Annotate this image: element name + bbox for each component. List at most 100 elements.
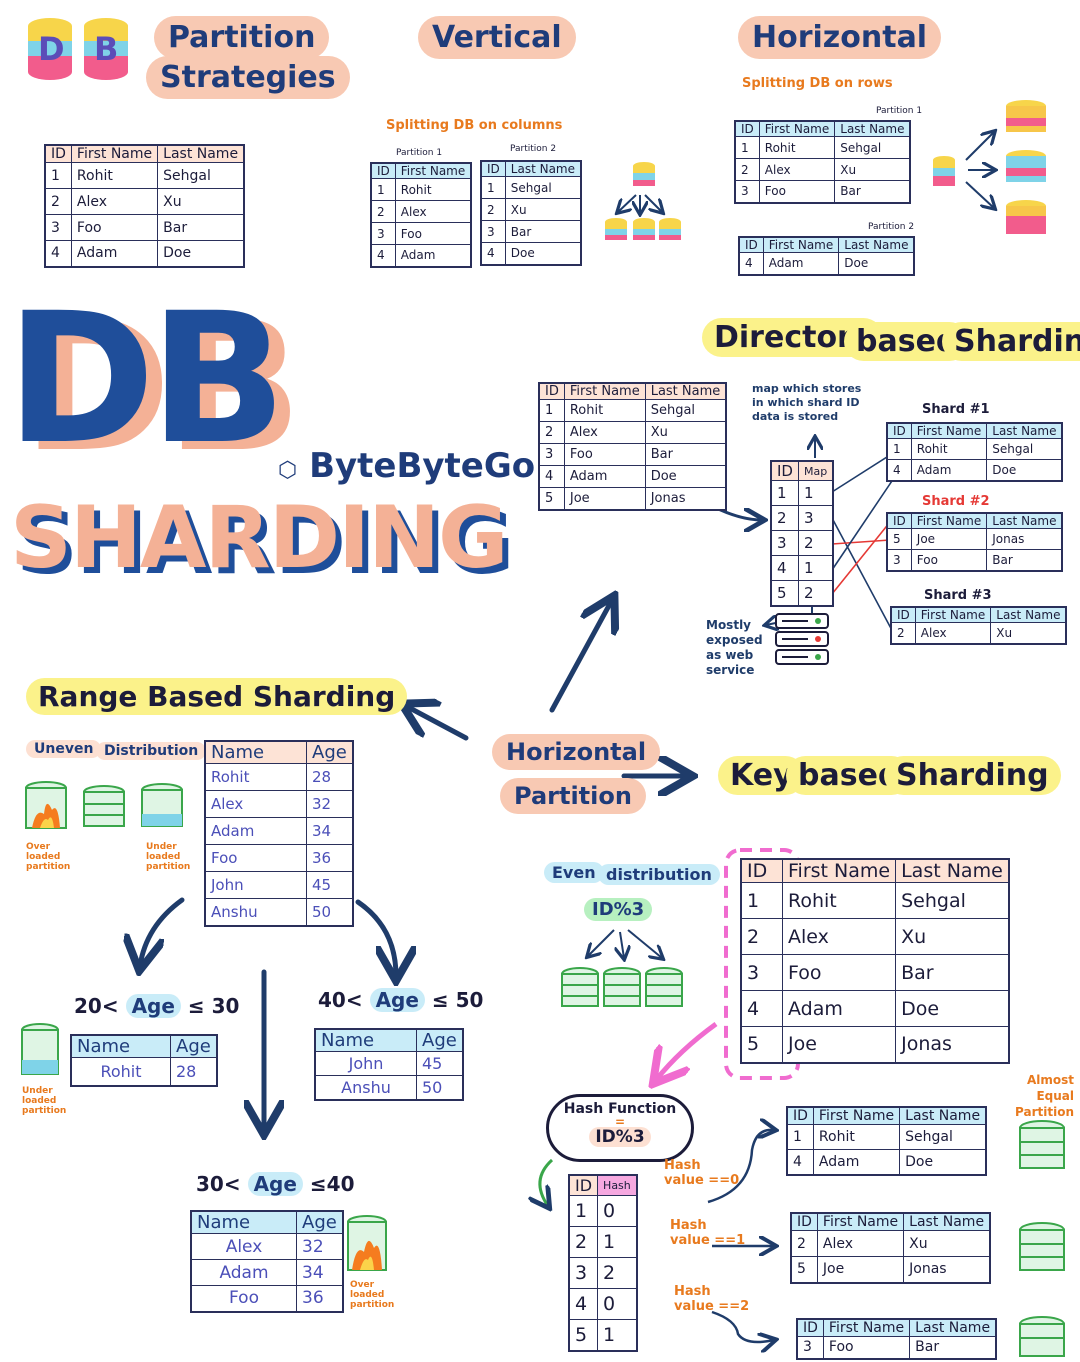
col-first: First Name (910, 512, 988, 529)
col-id: ID (738, 236, 764, 253)
brand: ⬡ ByteByteGo (278, 446, 535, 486)
cell: 50 (415, 1075, 464, 1100)
cell: Xu (504, 198, 582, 221)
cell: Doe (899, 1149, 987, 1175)
shard3-label: Shard #3 (924, 588, 992, 603)
cell: 50 (305, 898, 354, 926)
range1-suffix: ≤ 30 (187, 994, 240, 1018)
cell: 1 (597, 1226, 638, 1258)
cell: Bar (157, 214, 245, 241)
cell: Rohit (70, 1057, 171, 1086)
col-id: ID (734, 120, 760, 137)
col-name: Name (70, 1034, 171, 1058)
key-formula: ID%3 (584, 898, 653, 921)
key-shard-db-icons (1019, 1120, 1065, 1357)
col-age: Age (415, 1028, 464, 1052)
cell: Doe (986, 459, 1063, 481)
vertical-p2-label: Partition 2 (510, 144, 557, 154)
vertical-title: Vertical (418, 16, 576, 59)
horizontal-p1-label: Partition 1 (876, 106, 923, 116)
vertical-db-icons (605, 162, 681, 240)
col-first: First Name (70, 144, 159, 163)
horizontal-db-icons (933, 100, 1046, 234)
col-first: First Name (914, 606, 992, 623)
cell: Rohit (910, 438, 988, 460)
cell: Jonas (644, 487, 727, 510)
hash-function-box: Hash Function = ID%3 (546, 1094, 694, 1162)
cell: Alex (394, 200, 472, 223)
cell: 5 (790, 1256, 818, 1283)
cell: 2 (538, 421, 565, 444)
cell: Rohit (812, 1124, 901, 1150)
overloaded-note-2: Over loaded partition (350, 1280, 395, 1310)
range-arrows (140, 897, 396, 1130)
horizontal-caption: Splitting DB on rows (742, 76, 893, 91)
cell: Anshu (204, 898, 307, 926)
cell: 2 (797, 580, 834, 606)
cell: Alex (70, 188, 159, 215)
cell: Foo (822, 1336, 911, 1359)
cell: 4 (538, 465, 565, 488)
uneven-label: Uneven (26, 740, 102, 758)
cell: 34 (305, 817, 354, 845)
cell: 1 (797, 555, 834, 581)
cell: 32 (305, 790, 354, 818)
cell: 36 (305, 844, 354, 872)
cell: 1 (734, 136, 760, 159)
cell: Doe (644, 465, 727, 488)
cell: 3 (480, 220, 506, 243)
cell: Foo (394, 222, 472, 245)
cell: 45 (415, 1051, 464, 1076)
col-last: Last Name (990, 606, 1067, 623)
almost-equal-note: Almost Equal Partition (1015, 1073, 1074, 1119)
cell: 1 (370, 178, 396, 201)
range1-condition: 20< Age ≤ 30 (74, 994, 239, 1018)
cell: Adam (394, 244, 472, 267)
col-id: ID (538, 382, 565, 400)
overloaded-db-icon (25, 781, 67, 829)
col-first: First Name (758, 120, 836, 137)
col-id: ID (44, 144, 72, 163)
range-title: Range Based Sharding (26, 678, 408, 715)
cell: Sehgal (899, 1124, 987, 1150)
col-hash: Hash (597, 1174, 638, 1196)
cell: Doe (157, 240, 245, 267)
cell: Xu (990, 622, 1067, 644)
cell: Jonas (986, 528, 1063, 550)
shard2-label: Shard #2 (922, 494, 990, 509)
cell: 4 (738, 252, 764, 275)
col-age: Age (295, 1210, 344, 1234)
cell: Joe (563, 487, 646, 510)
